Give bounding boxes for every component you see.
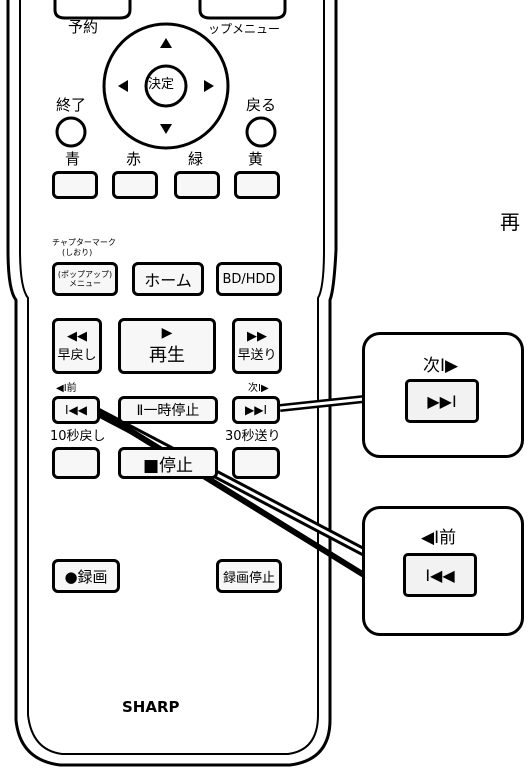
yellow-label: 黄: [248, 150, 264, 168]
stop-button[interactable]: ■停止: [118, 447, 218, 479]
home-button[interactable]: ホーム: [132, 262, 204, 296]
bookmark-label: (しおり): [62, 248, 93, 257]
back10-button[interactable]: [52, 447, 100, 479]
dpad-down-button[interactable]: [146, 124, 186, 148]
forward-label: 早送り: [237, 348, 277, 363]
blue-label: 青: [65, 150, 81, 168]
reserve-label: 予約: [68, 18, 99, 36]
green-label: 緑: [188, 150, 204, 168]
prev-label: ◀Ⅰ前: [56, 383, 77, 394]
back10-label: 10秒戻し: [50, 429, 106, 444]
end-button[interactable]: [57, 118, 85, 146]
right-edge-text: 再: [500, 210, 520, 234]
dpad-up-button[interactable]: [146, 24, 186, 48]
callout-next-key: ▶▶Ⅰ: [405, 379, 479, 423]
next-icon: ▶▶Ⅰ: [245, 403, 267, 417]
dpad-left-button[interactable]: [104, 66, 128, 106]
play-label: 再生: [149, 345, 185, 366]
callout-prev-caption: ◀Ⅰ前: [421, 528, 457, 548]
brand-logo: SHARP: [122, 698, 180, 716]
play-button[interactable]: ▶ 再生: [118, 318, 216, 374]
blue-button[interactable]: [52, 171, 98, 199]
popup-line1: (ポップアップ): [57, 270, 113, 279]
next-label: 次Ⅰ▶: [248, 383, 269, 394]
rewind-button[interactable]: ◀◀ 早戻し: [52, 318, 102, 374]
red-button[interactable]: [112, 171, 158, 199]
end-label: 終了: [56, 96, 87, 114]
rewind-label: 早戻し: [57, 348, 97, 363]
prev-button[interactable]: Ⅰ◀◀: [52, 396, 100, 424]
red-label: 赤: [126, 150, 142, 168]
callout-next: 次Ⅰ▶ ▶▶Ⅰ: [362, 332, 524, 458]
bd-hdd-button[interactable]: BD/HDD: [216, 262, 282, 296]
fwd30-label: 30秒送り: [225, 429, 281, 444]
forward-icon: ▶▶: [247, 329, 267, 344]
callout-prev: ◀Ⅰ前 Ⅰ◀◀: [362, 506, 524, 636]
enter-button[interactable]: 決定: [148, 77, 175, 92]
yellow-button[interactable]: [234, 171, 280, 199]
popup-line2: メニュー: [69, 279, 101, 288]
back-label: 戻る: [246, 96, 277, 114]
next-button[interactable]: ▶▶Ⅰ: [232, 396, 280, 424]
back-button[interactable]: [247, 118, 275, 146]
popup-menu-button[interactable]: (ポップアップ) メニュー: [52, 262, 118, 296]
record-stop-button[interactable]: 録画停止: [216, 559, 282, 593]
dpad-right-button[interactable]: [204, 66, 228, 106]
play-icon: ▶: [161, 325, 173, 341]
green-button[interactable]: [174, 171, 220, 199]
top-menu-label: ップメニュー: [208, 22, 281, 36]
fwd30-button[interactable]: [232, 447, 280, 479]
prev-icon: Ⅰ◀◀: [65, 403, 87, 417]
chapter-mark-label: チャプターマーク: [52, 238, 116, 247]
pause-button[interactable]: Ⅱ一時停止: [118, 396, 218, 424]
record-button[interactable]: ●録画: [52, 559, 120, 593]
callout-next-caption: 次Ⅰ▶: [423, 356, 459, 376]
callout-prev-key: Ⅰ◀◀: [403, 553, 477, 597]
rewind-icon: ◀◀: [67, 329, 87, 344]
forward-button[interactable]: ▶▶ 早送り: [232, 318, 282, 374]
